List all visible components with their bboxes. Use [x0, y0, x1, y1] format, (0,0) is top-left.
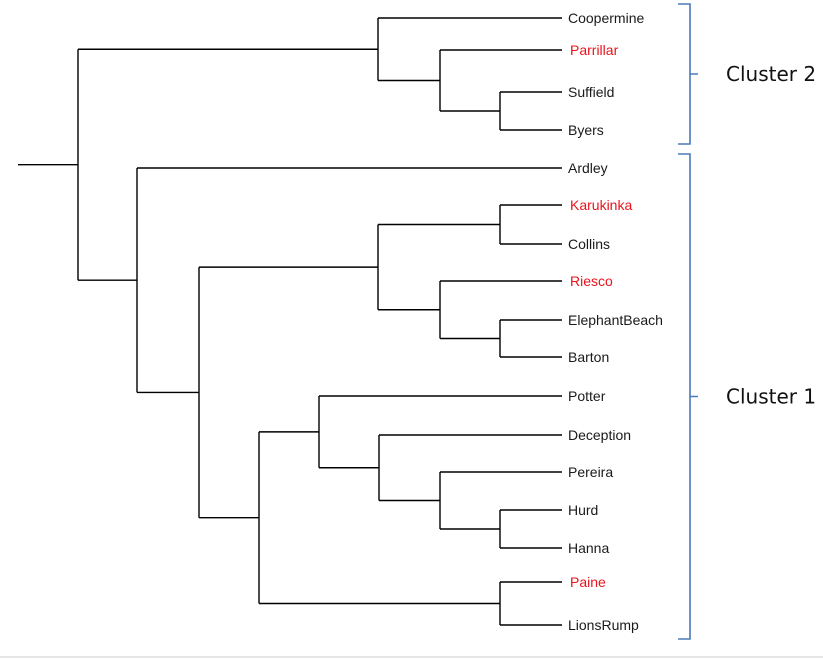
leaf-label-ardley: Ardley: [568, 160, 608, 176]
leaf-label-byers: Byers: [568, 122, 604, 138]
leaf-label-parrillar: Parrillar: [570, 42, 619, 58]
leaf-label-paine: Paine: [570, 574, 606, 590]
leaf-label-lionsrump: LionsRump: [568, 617, 639, 633]
dendrogram-branches: [18, 17, 562, 626]
leaf-label-collins: Collins: [568, 236, 610, 252]
leaf-label-hurd: Hurd: [568, 502, 598, 518]
leaf-label-hanna: Hanna: [568, 540, 609, 556]
leaf-label-coopermine: Coopermine: [568, 10, 644, 26]
leaf-label-suffield: Suffield: [568, 84, 614, 100]
leaf-labels: CoopermineParrillarSuffieldByersArdleyKa…: [568, 10, 663, 633]
leaf-label-pereira: Pereira: [568, 464, 613, 480]
leaf-label-deception: Deception: [568, 427, 631, 443]
leaf-label-barton: Barton: [568, 349, 609, 365]
cluster-1-bracket: [678, 153, 698, 640]
cluster-2-label: Cluster 2: [726, 62, 816, 86]
leaf-label-riesco: Riesco: [570, 273, 613, 289]
leaf-label-elephantbeach: ElephantBeach: [568, 312, 663, 328]
leaf-label-potter: Potter: [568, 388, 606, 404]
leaf-label-karukinka: Karukinka: [570, 197, 632, 213]
cluster-1-label: Cluster 1: [726, 385, 816, 409]
cluster-brackets: Cluster 2 Cluster 1: [678, 3, 816, 640]
cluster-2-bracket: [678, 3, 698, 145]
